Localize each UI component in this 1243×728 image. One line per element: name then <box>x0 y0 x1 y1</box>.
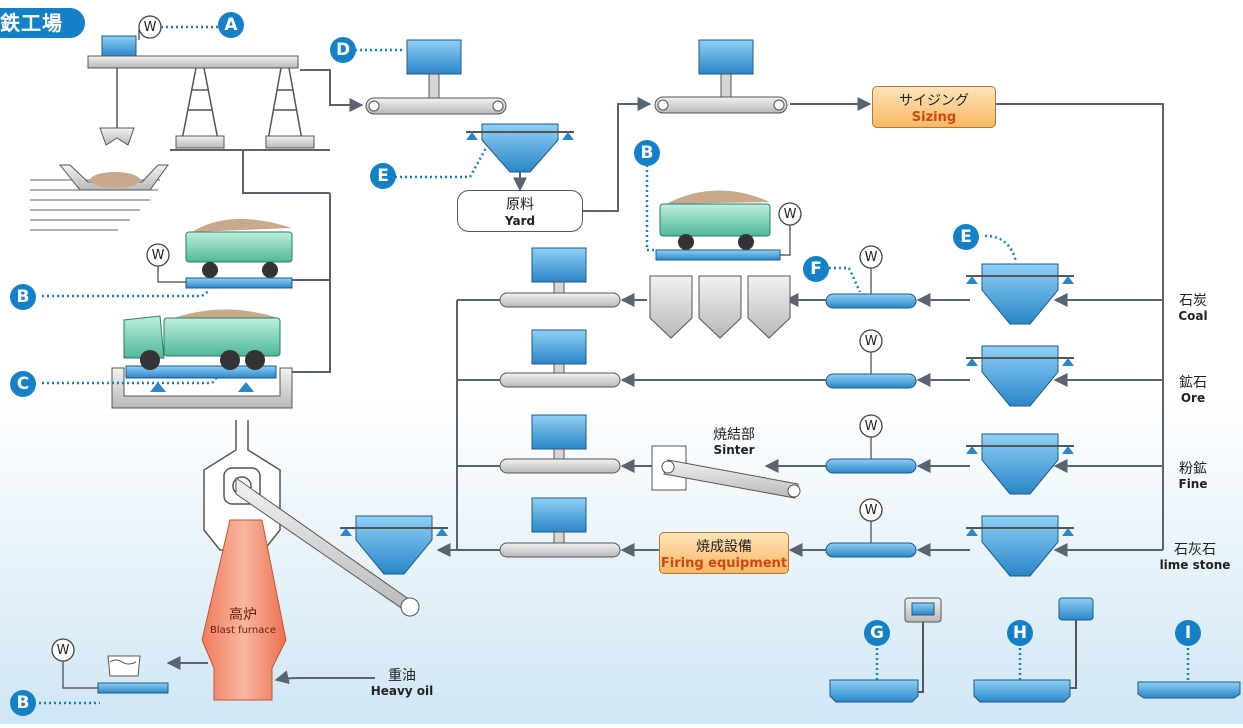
flow-lines <box>166 69 1164 685</box>
railcar-scale-middle <box>655 190 802 261</box>
blast-label-jp: 高炉 <box>229 607 257 623</box>
marker-h: H <box>1007 620 1033 646</box>
lime-stone-label: 石灰石 lime stone <box>1152 543 1238 573</box>
marker-b: B <box>634 140 660 166</box>
marker-e: E <box>370 163 396 189</box>
heavyoil-label-en: Heavy oil <box>370 684 434 698</box>
bottom-left-hopper <box>340 515 448 575</box>
ore-label-en: Ore <box>1180 391 1206 405</box>
truck-scale <box>111 309 293 409</box>
ore-label: 鉱石 Ore <box>1160 376 1226 406</box>
sizing-label-en: Sizing <box>911 109 957 125</box>
marker-f: F <box>803 256 829 282</box>
marker-d: D <box>330 37 356 63</box>
sizing-label-jp: サイジング <box>899 92 969 109</box>
weigh-w-glyph: W <box>56 643 70 658</box>
coal-label-en: Coal <box>1178 309 1208 323</box>
fine-label-en: Fine <box>1178 477 1208 491</box>
left-conveyors <box>499 247 621 558</box>
railcar-scale <box>146 218 293 289</box>
conveyor-d <box>365 39 574 173</box>
weigh-w-glyph: W <box>864 250 878 265</box>
marker-c: C <box>10 371 36 397</box>
weigh-w-glyph: W <box>783 207 797 222</box>
firing-equipment-box: 焼成設備 Firing equipment <box>659 532 789 574</box>
yard-label-en: Yard <box>504 214 536 228</box>
marker-a: A <box>218 12 244 38</box>
sinter-label-en: Sinter <box>713 443 755 457</box>
coal-label: 石炭 Coal <box>1160 294 1226 324</box>
weigh-belt-conveyors <box>825 245 917 558</box>
weigh-w-glyph: W <box>864 503 878 518</box>
conveyor-sizing <box>654 39 788 114</box>
gantry-crane <box>30 15 315 231</box>
right-hoppers <box>966 263 1074 577</box>
heavyoil-label-jp: 重油 <box>388 668 416 684</box>
sizing-box: サイジング Sizing <box>872 86 996 128</box>
blast-furnace-label: 高炉 Blast furnace <box>205 608 281 638</box>
callout-lines <box>34 48 1190 705</box>
marker-i: I <box>1175 620 1201 646</box>
weigh-w-glyph: W <box>864 419 878 434</box>
marker-e: E <box>953 224 979 250</box>
coal-label-jp: 石炭 <box>1179 293 1207 309</box>
fine-label: 粉鉱 Fine <box>1160 462 1226 492</box>
ladle-scale <box>51 638 169 694</box>
firing-label-jp: 焼成設備 <box>696 538 752 555</box>
marker-b: B <box>10 284 36 310</box>
fine-label-jp: 粉鉱 <box>1179 461 1207 477</box>
sinter-unit <box>651 445 801 499</box>
blast-label-en: Blast furnace <box>210 625 276 636</box>
lime-label-jp: 石灰石 <box>1174 542 1216 558</box>
blast-furnace <box>201 420 420 701</box>
marker-b: B <box>10 690 36 716</box>
weigh-w-glyph: W <box>864 334 878 349</box>
page-title: 鉄工場 <box>0 8 85 38</box>
ore-label-jp: 鉱石 <box>1179 375 1207 391</box>
weigh-w-glyph: W <box>151 248 165 263</box>
yard-box: 原料 Yard <box>457 190 583 232</box>
silos <box>649 275 791 339</box>
yard-label-jp: 原料 <box>506 197 534 213</box>
platform-scales <box>829 597 1241 703</box>
marker-g: G <box>864 620 890 646</box>
weigh-w-glyph: W <box>143 20 157 35</box>
lime-label-en: lime stone <box>1159 558 1231 572</box>
firing-label-en: Firing equipment <box>660 555 788 571</box>
sinter-label: 焼結部 Sinter <box>698 428 770 458</box>
sinter-label-jp: 焼結部 <box>713 427 755 443</box>
heavy-oil-label: 重油 Heavy oil <box>360 669 444 699</box>
